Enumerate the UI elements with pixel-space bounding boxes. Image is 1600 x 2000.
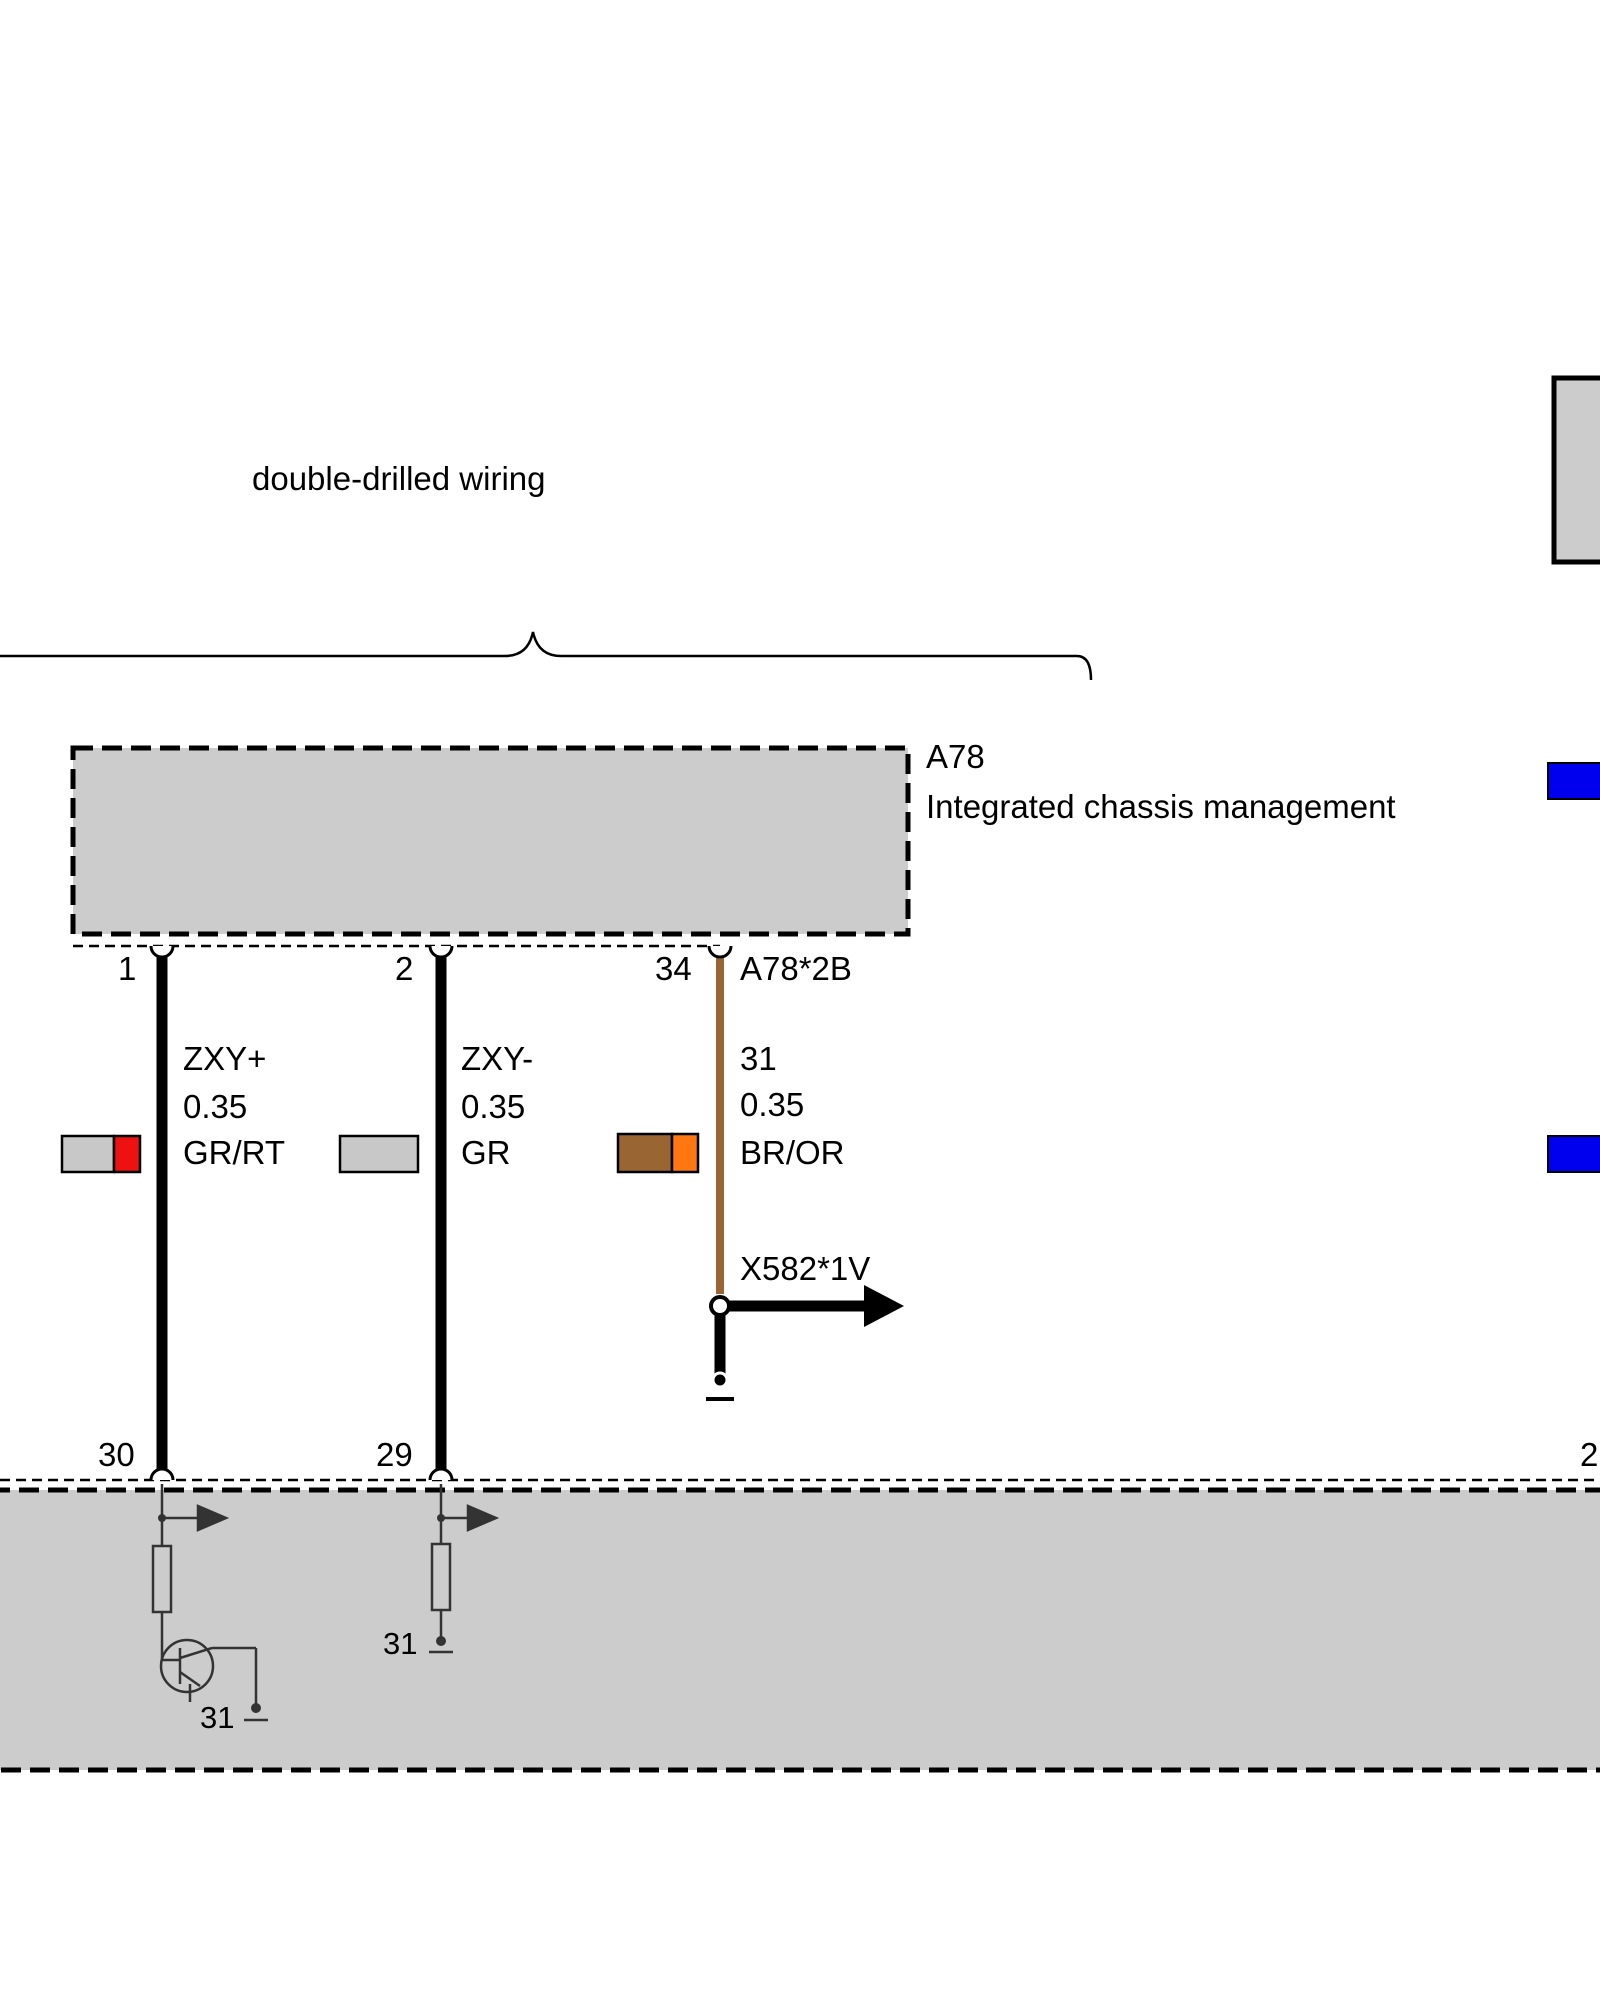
wire-1-color-swatch-stripe (112, 1134, 142, 1174)
wire-3-gauge: 0.35 (740, 1086, 804, 1123)
pin-1-terminal (149, 945, 175, 959)
wire-2-signal: ZXY- (461, 1040, 533, 1077)
wire-3-color-code: BR/OR (740, 1134, 845, 1171)
side-marker-top (1547, 762, 1600, 800)
ground-label-0: 31 (383, 1626, 417, 1661)
splice-arrow-head (864, 1285, 904, 1327)
pin-29-label: 29 (376, 1436, 413, 1473)
right-edge-pin: 2 (1580, 1436, 1598, 1473)
internal-node-30 (158, 1514, 166, 1522)
module-a78-box (70, 745, 911, 937)
wire-1-color-code: GR/RT (183, 1134, 285, 1171)
splice-node (709, 1295, 731, 1317)
wiring-brace (0, 631, 1093, 681)
wire-1-color-swatch-main (60, 1134, 116, 1174)
pin-29-terminal (428, 1467, 454, 1481)
wire-2-gauge: 0.35 (461, 1088, 525, 1125)
connector-label: A78*2B (740, 950, 852, 987)
pin-2-terminal (428, 945, 454, 959)
pin-34-label: 34 (655, 950, 692, 987)
internal-node-29 (437, 1514, 445, 1522)
wire-1-signal: ZXY+ (183, 1040, 266, 1077)
ground-node-30 (251, 1703, 261, 1713)
ground-node-29 (436, 1636, 446, 1646)
wire-3-color-swatch-stripe (670, 1132, 700, 1174)
wire-2-color-swatch (338, 1134, 420, 1174)
pin-1-label: 1 (118, 950, 136, 987)
module-bottom-box (0, 1487, 1600, 1773)
brace-label: double-drilled wiring (252, 460, 546, 497)
pin-30-label: 30 (98, 1436, 135, 1473)
wire-3-signal: 31 (740, 1040, 777, 1077)
partial-component-box (1551, 375, 1600, 565)
pin-2-label: 2 (395, 950, 413, 987)
pin-30-terminal (149, 1467, 175, 1481)
side-marker-bottom (1547, 1135, 1600, 1173)
ground-label-1: 31 (200, 1700, 234, 1735)
wire-3-color-swatch-main (616, 1132, 674, 1174)
pin-34-terminal (707, 945, 733, 959)
module-id: A78 (926, 738, 985, 775)
wire-1-gauge: 0.35 (183, 1088, 247, 1125)
wire-2-color-code: GR (461, 1134, 511, 1171)
ground-node (711, 1371, 729, 1389)
internal-circuit-transistor (151, 1484, 268, 1722)
splice-label: X582*1V (740, 1250, 870, 1287)
module-name: Integrated chassis management (926, 788, 1396, 825)
